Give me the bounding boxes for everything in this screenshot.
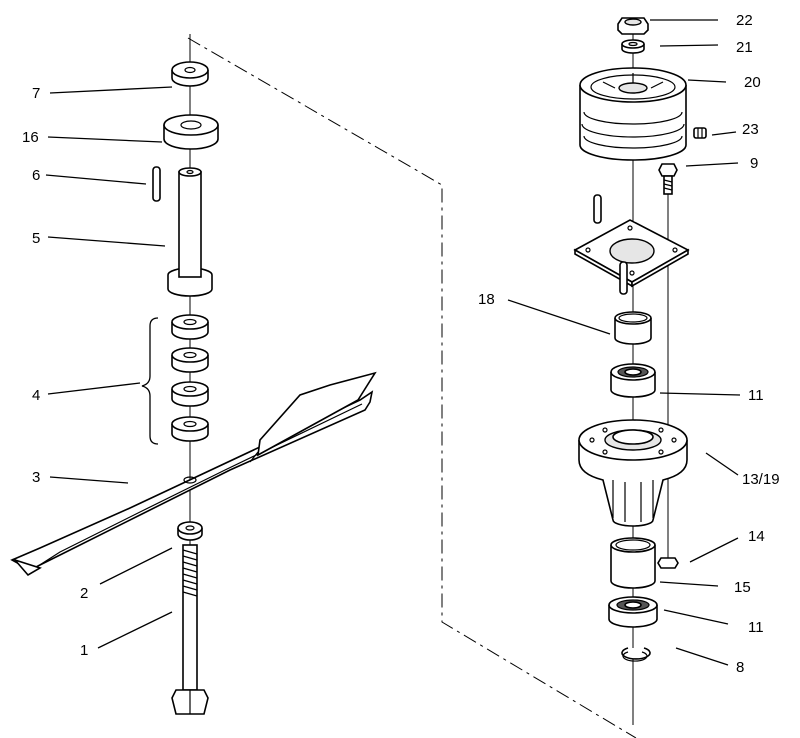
grease-fitting-23 bbox=[693, 127, 707, 139]
washer-2 bbox=[177, 521, 203, 541]
right-assembly bbox=[573, 17, 707, 725]
left-assembly bbox=[10, 34, 377, 715]
callout-23: 23 bbox=[742, 121, 759, 138]
callout-15: 15 bbox=[734, 579, 751, 596]
spacer-18 bbox=[614, 311, 652, 345]
mounting-plate bbox=[573, 219, 690, 295]
callout-8: 8 bbox=[736, 659, 744, 676]
callout-6: 6 bbox=[32, 167, 40, 184]
washer-21 bbox=[621, 39, 645, 54]
callout-3: 3 bbox=[32, 469, 40, 486]
callout-4: 4 bbox=[32, 387, 40, 404]
pin bbox=[593, 194, 602, 224]
blade-3 bbox=[10, 371, 377, 577]
callout-2: 2 bbox=[80, 585, 88, 602]
spacers-4 bbox=[141, 314, 209, 445]
bearing-11-upper bbox=[610, 363, 656, 398]
key-6 bbox=[152, 166, 161, 202]
callout-20: 20 bbox=[744, 74, 761, 91]
washer-7 bbox=[171, 61, 209, 87]
bolt-9 bbox=[658, 163, 678, 195]
spindle-shaft-5 bbox=[167, 167, 213, 297]
nut-14 bbox=[657, 557, 679, 569]
callout-labels: 22 21 20 23 9 18 11 13/19 14 15 11 8 7 1… bbox=[22, 12, 780, 676]
callout-22: 22 bbox=[736, 12, 753, 29]
nut-22 bbox=[617, 17, 649, 35]
leader-lines bbox=[45, 19, 741, 666]
callout-14: 14 bbox=[748, 528, 765, 545]
washer-16 bbox=[163, 114, 219, 150]
callout-9: 9 bbox=[750, 155, 758, 172]
bearing-11-lower bbox=[608, 596, 658, 628]
callout-18: 18 bbox=[478, 291, 495, 308]
snap-ring-8 bbox=[621, 647, 651, 662]
assembly-boundary bbox=[187, 37, 637, 738]
callout-21: 21 bbox=[736, 39, 753, 56]
pulley-20 bbox=[579, 67, 687, 161]
spacer-15 bbox=[610, 537, 656, 589]
callout-1: 1 bbox=[80, 642, 88, 659]
callout-16: 16 bbox=[22, 129, 39, 146]
callout-5: 5 bbox=[32, 230, 40, 247]
callout-7: 7 bbox=[32, 85, 40, 102]
bolt-1 bbox=[171, 544, 209, 715]
callout-11-lower: 11 bbox=[748, 619, 764, 636]
callout-13-19: 13/19 bbox=[742, 471, 780, 488]
housing-13-19 bbox=[578, 419, 688, 527]
callout-11-upper: 11 bbox=[748, 387, 764, 404]
